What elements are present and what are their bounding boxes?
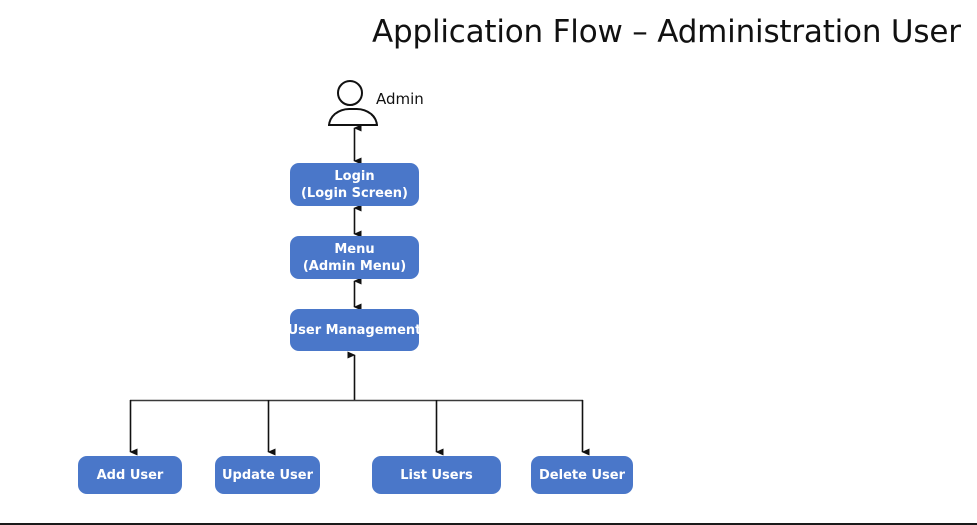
node-delete-user[interactable]: Delete User [531, 456, 633, 494]
node-login-line1: Login [334, 168, 375, 184]
user-actor-icon [328, 80, 380, 126]
node-add-user[interactable]: Add User [78, 456, 182, 494]
node-user-management-label: User Management [287, 322, 422, 338]
node-user-management[interactable]: User Management [287, 309, 422, 351]
page-title: Application Flow – Administration User [372, 14, 961, 50]
node-login-line2: (Login Screen) [300, 185, 408, 201]
node-login[interactable]: Login (Login Screen) [290, 163, 419, 206]
node-menu[interactable]: Menu (Admin Menu) [290, 236, 419, 279]
node-update-user[interactable]: Update User [215, 456, 320, 494]
node-menu-line1: Menu [334, 241, 375, 257]
node-delete-user-label: Delete User [539, 467, 625, 483]
node-menu-line2: (Admin Menu) [302, 258, 407, 274]
actor-body-icon [328, 108, 378, 126]
actor-label: Admin [376, 90, 424, 108]
node-list-users[interactable]: List Users [372, 456, 501, 494]
node-update-user-label: Update User [221, 467, 314, 483]
node-add-user-label: Add User [96, 467, 164, 483]
actor-head-icon [337, 80, 363, 106]
node-list-users-label: List Users [400, 467, 473, 483]
